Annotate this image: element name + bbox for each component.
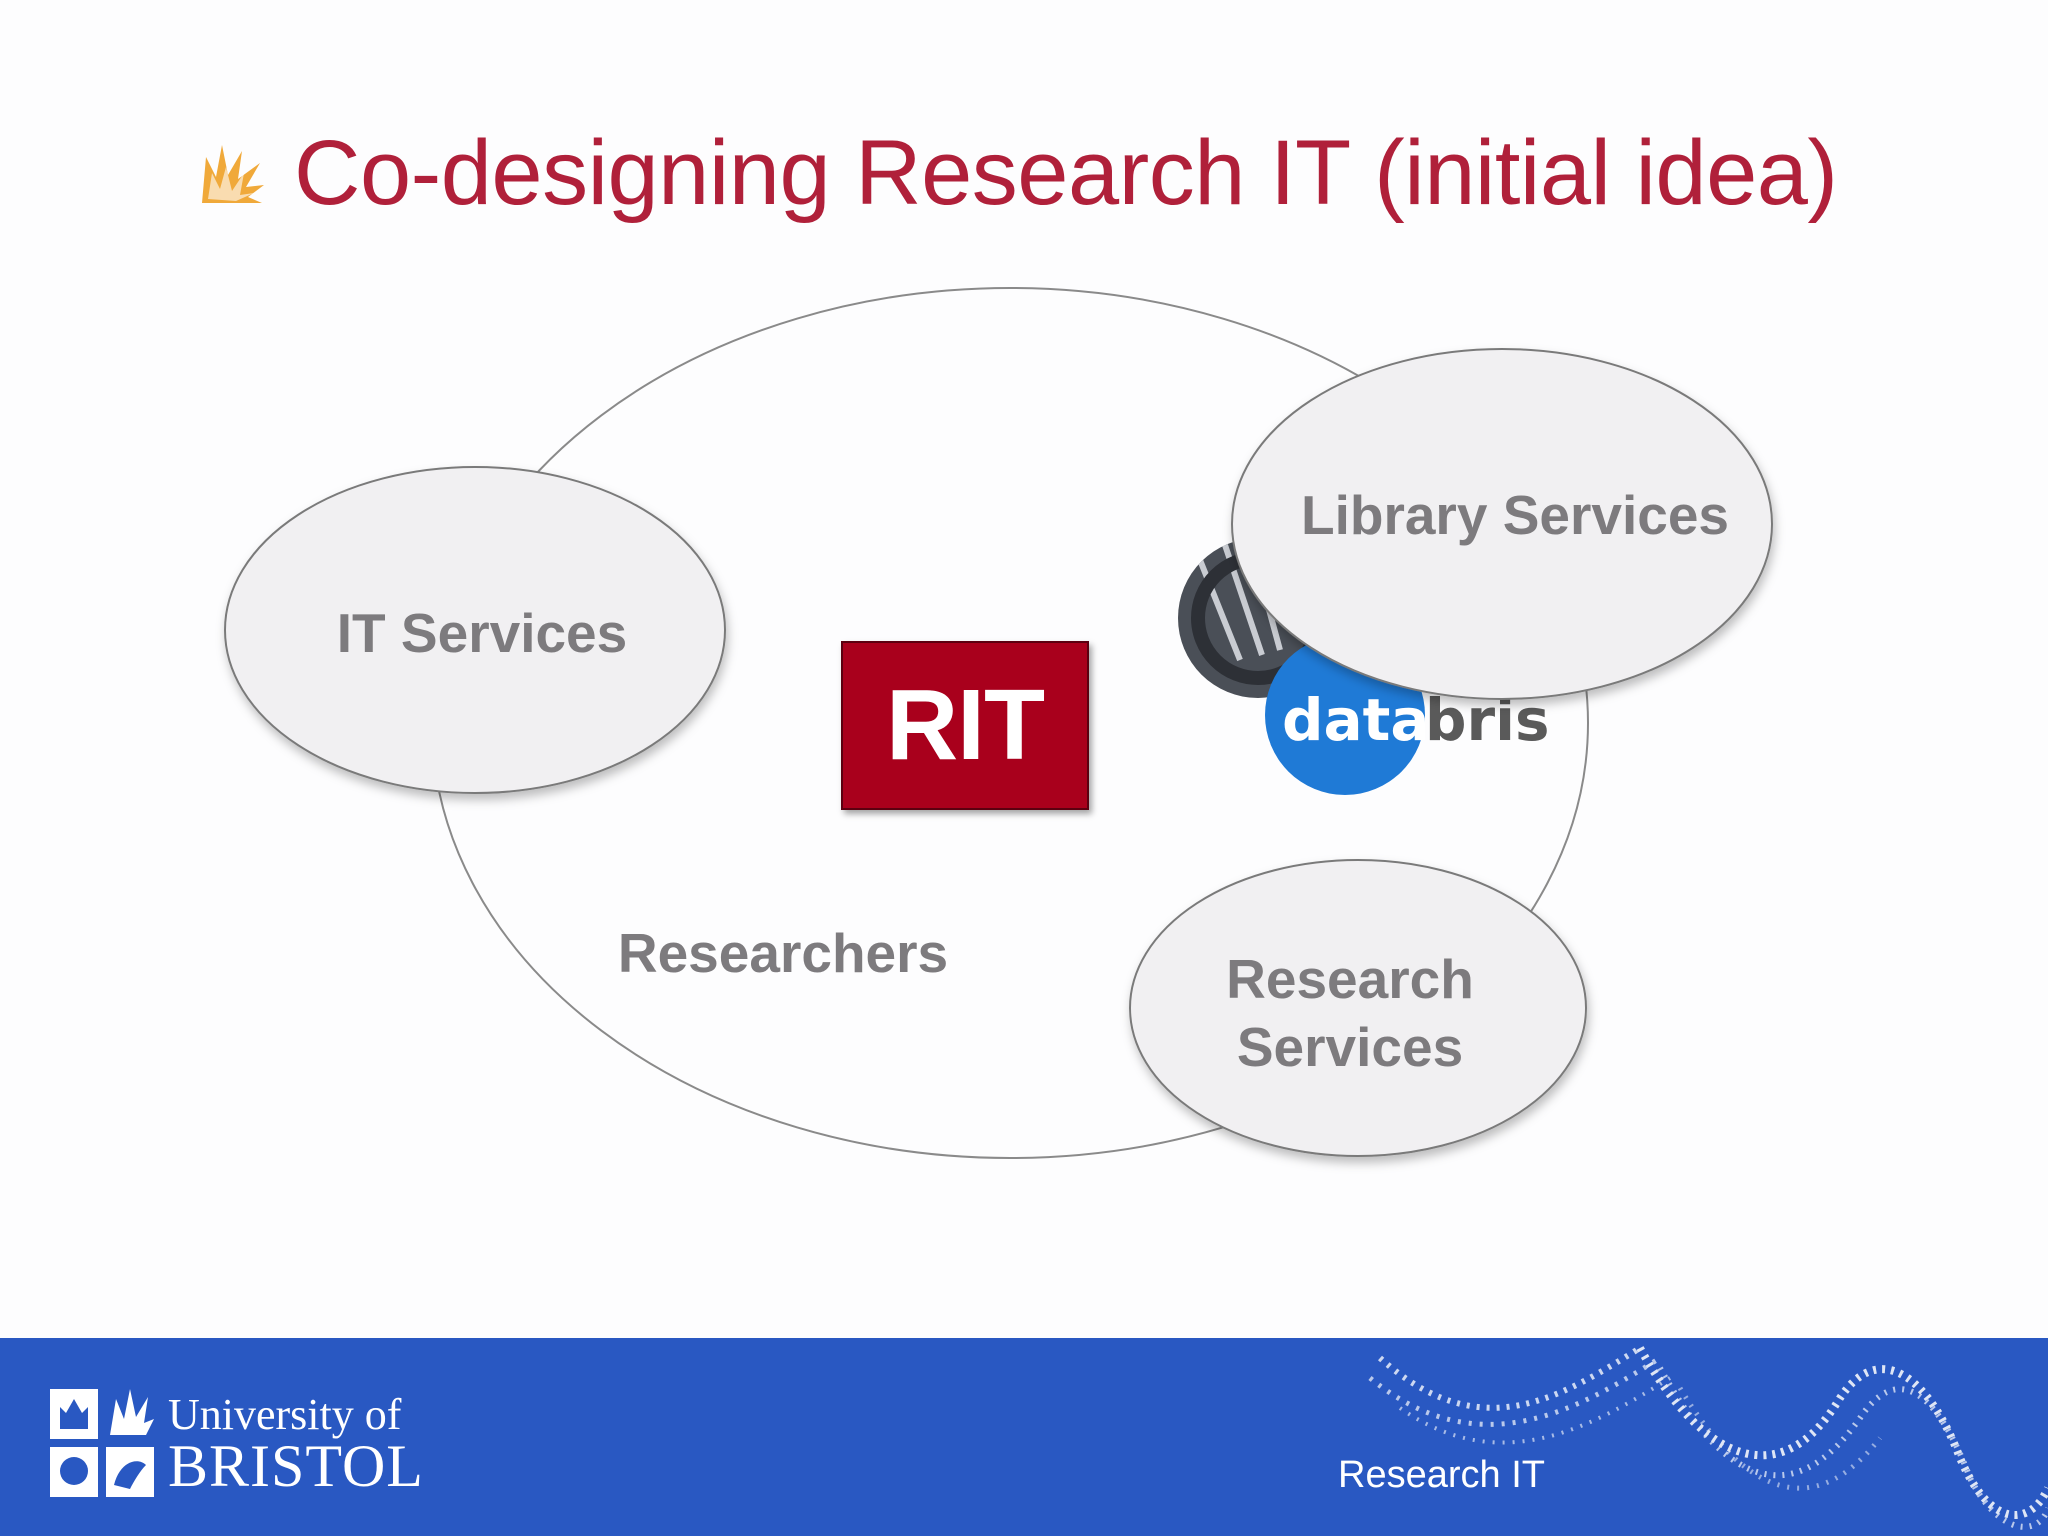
rit-label: RIT	[885, 669, 1045, 781]
research-services-ellipse	[1129, 859, 1587, 1157]
flame-icon	[202, 145, 264, 203]
venn-diagram: data. bris IT Services Library Services …	[224, 287, 1773, 1159]
logo-university-of: University of	[168, 1390, 402, 1439]
footer-bar: University of BRISTOL Research IT	[0, 1338, 2048, 1536]
footer-label: Research IT	[1338, 1454, 1545, 1496]
library-services-label: Library Services	[1301, 484, 1729, 546]
research-services-label-line2: Services	[1237, 1016, 1463, 1078]
slide-title: Co-designing Research IT (initial idea)	[196, 118, 1896, 228]
it-services-ellipse	[224, 466, 726, 794]
research-services-label-line1: Research	[1226, 948, 1474, 1010]
university-logo: University of BRISTOL	[50, 1388, 424, 1498]
library-services-ellipse	[1231, 348, 1773, 700]
researchers-label: Researchers	[618, 922, 948, 984]
page-title: Co-designing Research IT (initial idea)	[294, 121, 1838, 224]
logo-bristol: BRISTOL	[168, 1433, 424, 1499]
rit-box: RIT	[841, 641, 1089, 810]
crest-icon	[50, 1389, 154, 1497]
databris-word1: data.	[1282, 686, 1452, 754]
it-services-label: IT Services	[337, 602, 627, 664]
dotted-wave-decoration	[1368, 1345, 2048, 1530]
